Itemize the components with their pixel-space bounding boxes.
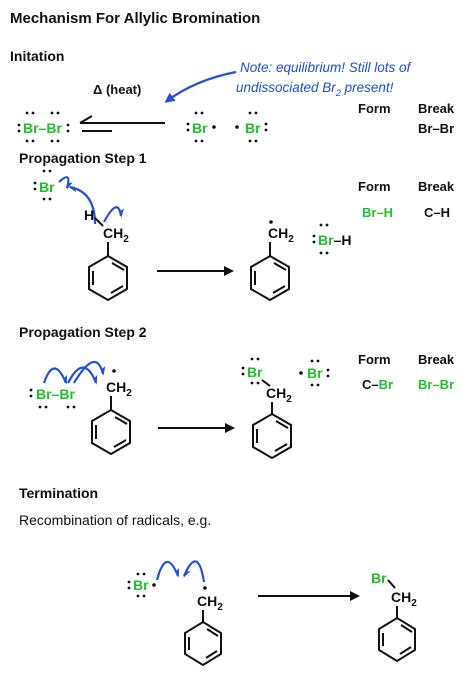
br-radical-reactant: Br [33, 169, 55, 201]
propagation-2-form-label: Form [358, 352, 391, 367]
propagation-2-break-label: Break [418, 352, 455, 367]
hydrogen-label: H [84, 207, 94, 223]
termination-heading: Termination [19, 485, 98, 501]
heat-condition-label: Δ (heat) [93, 82, 141, 97]
propagation-1-form-value: Br–H [362, 205, 393, 220]
propagation-2-break-value: Br–Br [418, 377, 454, 392]
termination-ch2-label: CH2 [197, 593, 223, 613]
hbr-product: Br–H [312, 223, 351, 255]
propagation-2-form-value: C–Br [362, 377, 393, 392]
termination-product-ch2-label: CH2 [391, 589, 417, 609]
br-radical-product-label: Br [307, 365, 323, 381]
br-br-label: Br–Br [23, 120, 62, 136]
fishhook-arrow-8 [182, 560, 206, 583]
product-br-label: Br [247, 364, 263, 380]
br-radical-termination: Br [127, 572, 156, 598]
propagation-1-form-label: Form [358, 179, 391, 194]
termination-description: Recombination of radicals, e.g. [19, 512, 211, 528]
br-radical-product-2: Br [299, 359, 330, 387]
bromine-molecule-2: Br–Br [29, 386, 75, 409]
fishhook-arrow-5 [67, 366, 98, 385]
fishhook-arrow-1 [58, 176, 73, 190]
br-radical-1-label: Br [192, 120, 208, 136]
initiation-heading: Initation [10, 48, 64, 64]
initiation-form-label: Form [358, 101, 391, 116]
page-title: Mechanism For Allylic Bromination [10, 10, 260, 27]
toluene-ring [88, 254, 128, 302]
fishhook-arrow-3 [103, 206, 124, 223]
benzyl-bromide-product: Br CH2 [241, 357, 292, 460]
propagation-2-heading: Propagation Step 2 [19, 324, 147, 340]
termination-product-br-label: Br [371, 570, 387, 586]
propagation-1-break-value: C–H [424, 205, 450, 220]
initiation-break-label: Break [418, 101, 455, 116]
initiation-break-value: Br–Br [418, 121, 454, 136]
benzyl-radical-reactant: CH2 [91, 369, 132, 456]
h-c-bond [94, 217, 104, 227]
hbr-label: Br–H [318, 232, 351, 248]
fishhook-arrow-6 [73, 361, 106, 384]
br-radical-label: Br [39, 179, 55, 195]
equilibrium-note-line1: Note: equilibrium! Still lots of [240, 60, 412, 75]
equilibrium-note-line2: undissociated Br2 present! [236, 80, 394, 98]
benzyl-radical-termination: CH2 [184, 586, 223, 667]
bromine-radical-pair: Br Br [186, 111, 268, 143]
fishhook-arrow-7 [155, 560, 180, 581]
br-radical-2-label: Br [245, 120, 261, 136]
product-ch2-label-2: CH2 [266, 385, 292, 405]
propagation-1-heading: Propagation Step 1 [19, 150, 147, 166]
ch2-label: CH2 [103, 225, 129, 245]
note-pointer-arrow [164, 70, 237, 103]
equilibrium-arrows [79, 115, 165, 132]
propagation-1-break-label: Break [418, 179, 455, 194]
br-br-label-2: Br–Br [36, 386, 75, 402]
product-ch2-label: CH2 [268, 225, 294, 245]
benzyl-radical-product: CH2 [250, 220, 294, 302]
fishhook-arrow-4 [42, 367, 68, 385]
reactant-ch2-label: CH2 [106, 379, 132, 399]
benzyl-bromide-termination-product: Br CH2 [371, 570, 417, 663]
bromine-molecule: Br–Br [17, 111, 70, 143]
termination-br-label: Br [133, 577, 149, 593]
